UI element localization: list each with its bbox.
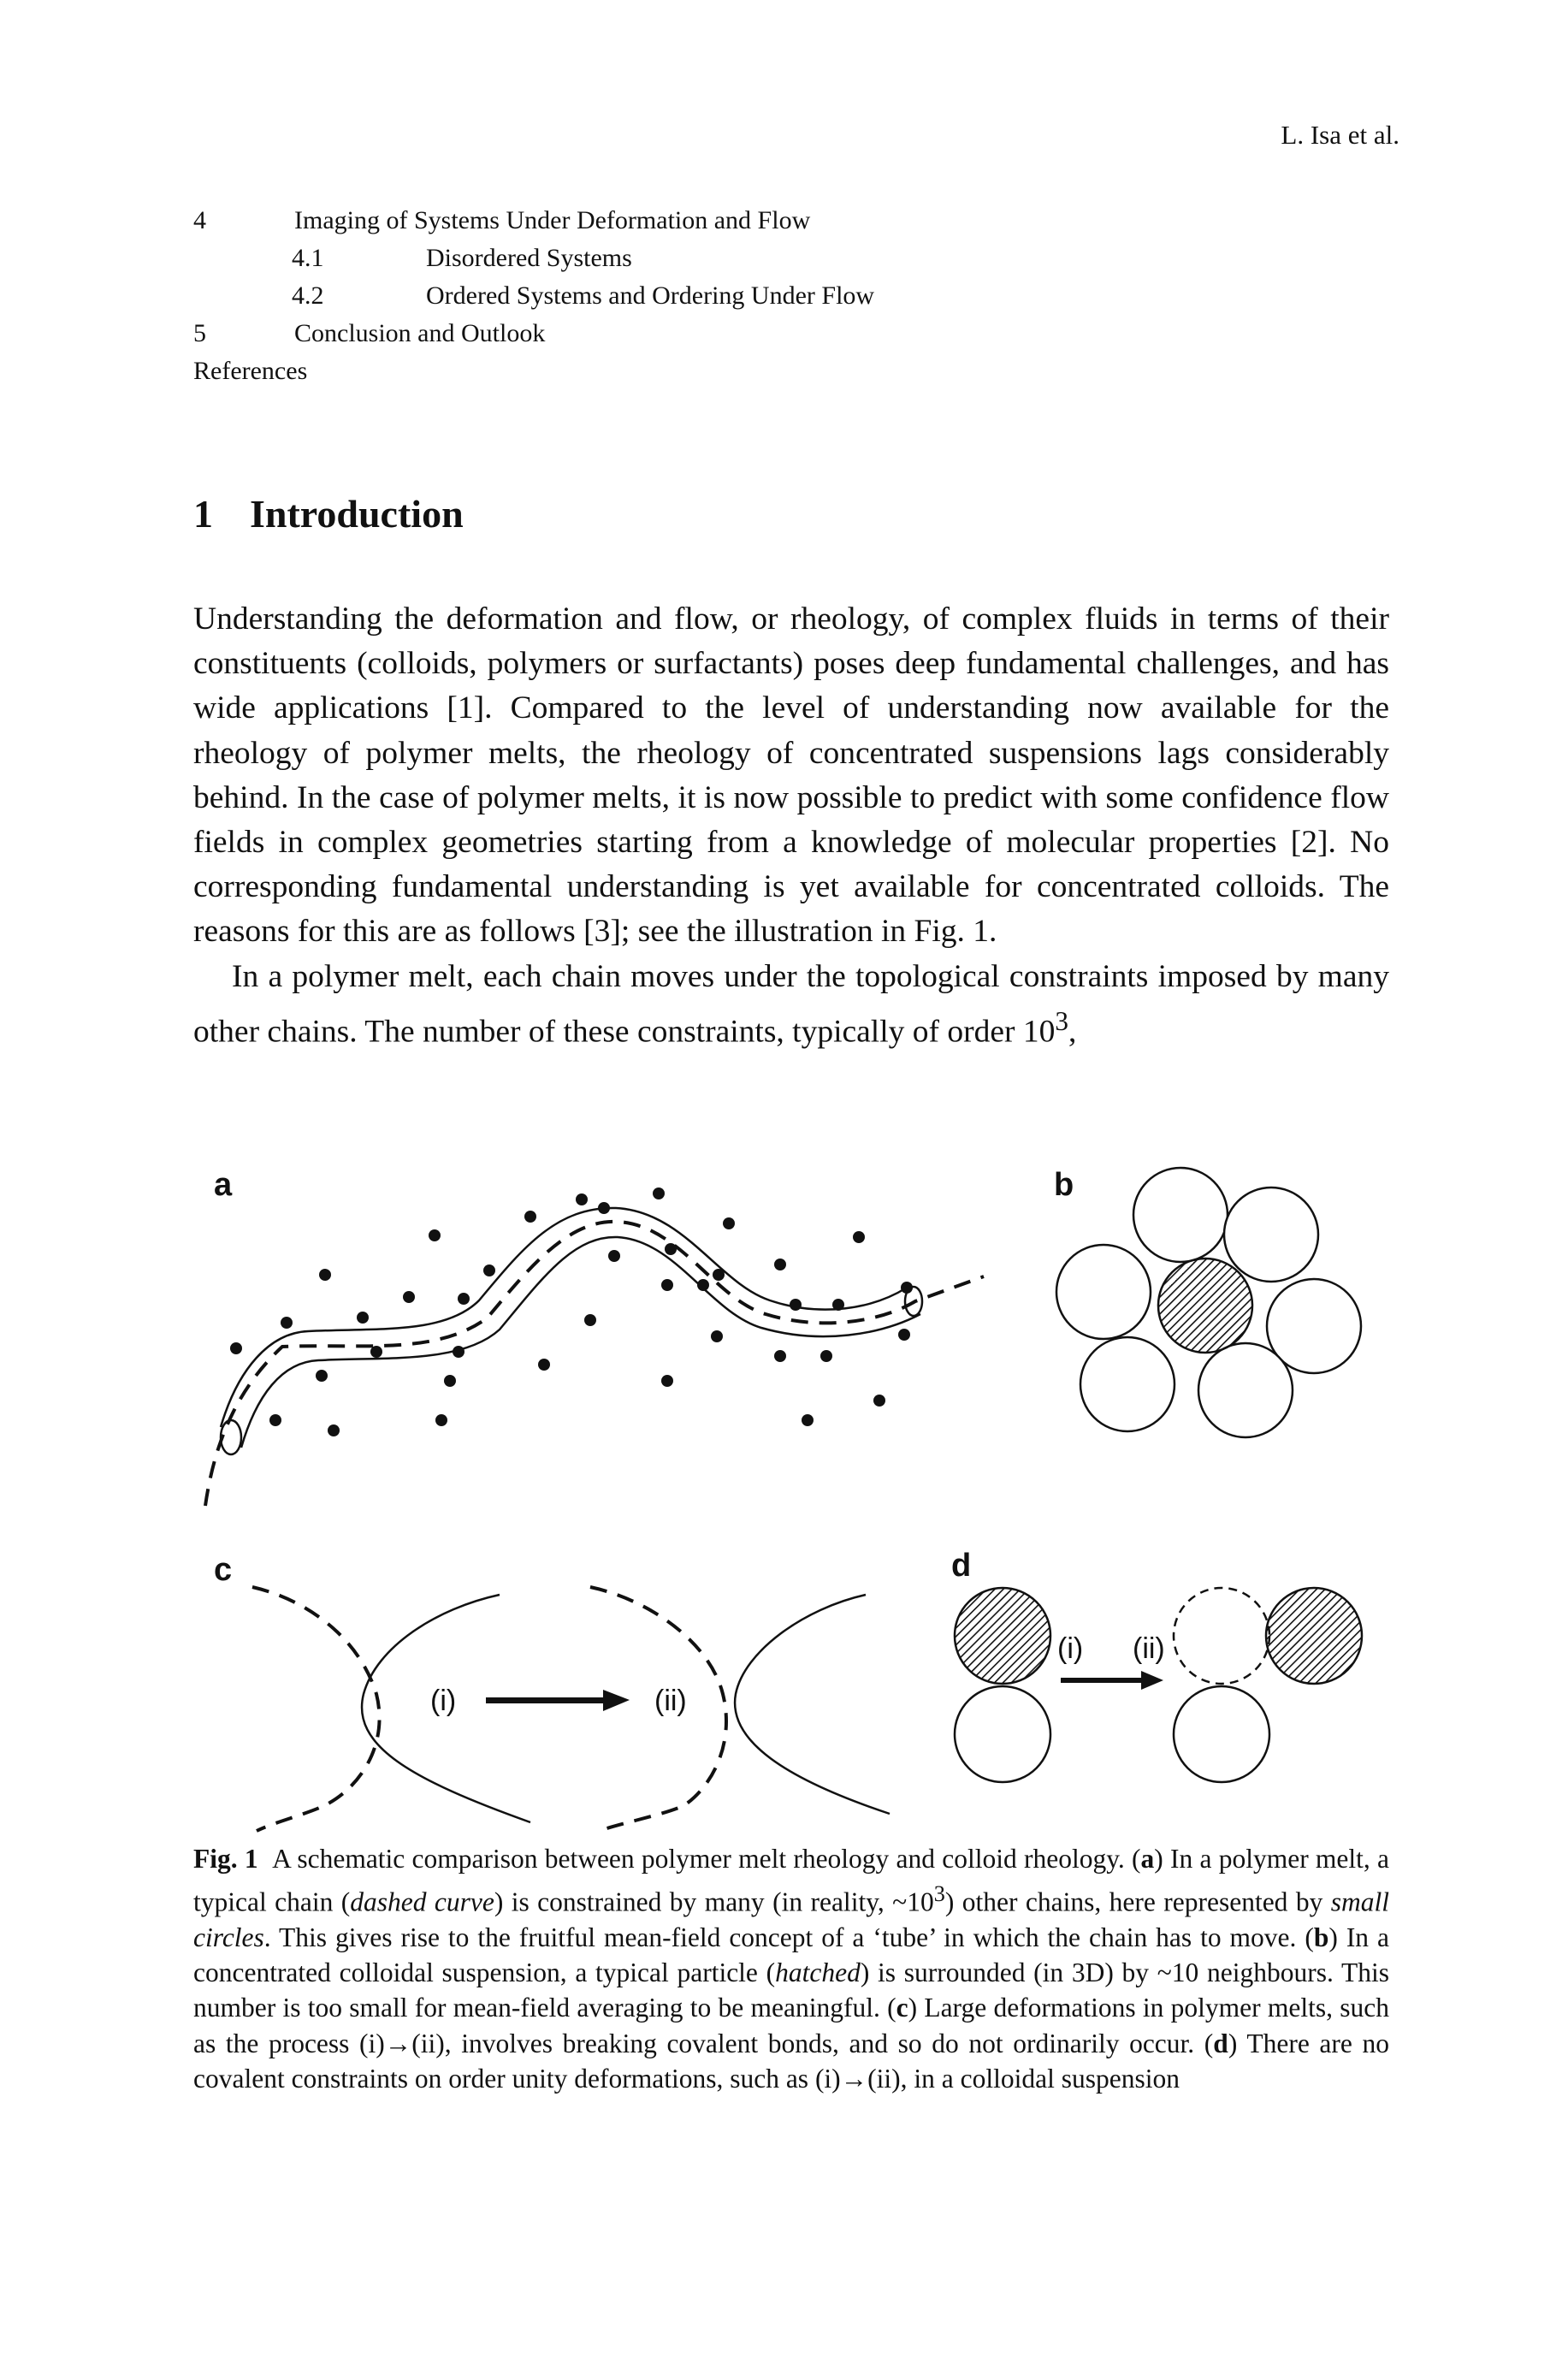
caption-panel-ref: a: [1140, 1844, 1155, 1874]
panel-label-c: c: [214, 1552, 232, 1588]
panel-d-colloid-rearrangement: [953, 1586, 1364, 1784]
toc-entry-number: 4.1: [292, 244, 324, 272]
panel-a-dashed-chain: [204, 1219, 985, 1507]
panel-label-a: a: [214, 1167, 233, 1203]
chain-dashed-ii: [589, 1585, 728, 1833]
hatched-particle: [1157, 1257, 1254, 1354]
toc-entry-title: Imaging of Systems Under Deformation and…: [294, 206, 811, 234]
caption-panel-ref: d: [1213, 2028, 1228, 2058]
toc-entry: 4.2 Ordered Systems and Ordering Under F…: [193, 277, 1391, 315]
toc-entry: 4.1 Disordered Systems: [193, 240, 1391, 277]
table-of-contents: 4 Imaging of Systems Under Deformation a…: [193, 202, 1391, 390]
panel-c-chain-deformation: [251, 1585, 891, 1833]
caption-text: ) There are no covalent constraints on o…: [193, 2028, 1389, 2094]
caption-text: ) is constrained by many (in reality, ~1…: [494, 1886, 934, 1917]
neighbour-particle: [1222, 1186, 1320, 1283]
caption-panel-ref: b: [1313, 1922, 1329, 1952]
toc-entry: 5 Conclusion and Outlook: [193, 315, 1391, 352]
section-number: 1: [193, 492, 213, 536]
tube-wall-upper: [219, 1206, 908, 1428]
superscript: 3: [1055, 1005, 1068, 1036]
body-text: Understanding the deformation and flow, …: [193, 597, 1389, 1055]
panel-b-colloid-cage: [1055, 1166, 1363, 1439]
tube-end-left: [219, 1418, 243, 1456]
tube-wall-lower: [240, 1235, 921, 1448]
toc-entry-title: References: [193, 357, 308, 385]
caption-superscript: 3: [933, 1881, 945, 1907]
caption-text: ) is surrounded (in 3D) by ~10 neighbour…: [193, 1957, 1389, 2023]
caption-text: ) Large deformations in polymer melts, s…: [193, 1993, 1389, 2058]
hatched-particle: [1264, 1586, 1364, 1685]
paragraph-text: In a polymer melt, each chain moves unde…: [193, 958, 1389, 1050]
chain-solid-i: [360, 1593, 531, 1824]
toc-entry-number: 4: [193, 206, 206, 234]
paragraph: In a polymer melt, each chain moves unde…: [193, 955, 1389, 1055]
panel-c-label-ii: (ii): [654, 1685, 687, 1717]
caption-text: . This gives rise to the fruitful mean-f…: [263, 1922, 1314, 1952]
toc-entry-number: 4.2: [292, 281, 324, 310]
panel-a-constraint-dots: [230, 1188, 913, 1436]
hatched-particle: [953, 1586, 1052, 1685]
figure-caption: Fig. 1 A schematic comparison between po…: [193, 1841, 1389, 2096]
caption-text: ) other chains, here represented by: [944, 1886, 1331, 1917]
neighbour-particle: [1079, 1336, 1176, 1433]
caption-text: A schematic comparison between polymer m…: [272, 1844, 1141, 1874]
toc-entry-title: Ordered Systems and Ordering Under Flow: [426, 281, 875, 310]
section-heading: 1 Introduction: [193, 491, 464, 536]
running-header-author: L. Isa et al.: [1281, 120, 1399, 150]
neighbour-particle: [1132, 1166, 1229, 1264]
neighbour-particle: [1055, 1243, 1152, 1341]
caption-text: ) In a polymer melt, a typical chain (: [193, 1844, 1389, 1917]
panel-label-d: d: [951, 1548, 971, 1584]
vacated-site: [1172, 1586, 1271, 1685]
caption-emphasis: hatched: [775, 1957, 861, 1988]
panel-c-arrow-icon: [486, 1690, 630, 1711]
neighbour-particle: [1265, 1277, 1363, 1375]
chain-solid-ii: [733, 1593, 891, 1815]
paragraph: Understanding the deformation and flow, …: [193, 601, 1389, 950]
caption-panel-ref: c: [896, 1993, 908, 2023]
toc-entry-number: 5: [193, 319, 206, 347]
caption-text: ) In a concentrated colloidal suspension…: [193, 1922, 1389, 1988]
panel-label-b: b: [1054, 1167, 1074, 1203]
toc-entry-title: Disordered Systems: [426, 244, 632, 272]
panel-d-label-ii: (ii): [1133, 1632, 1165, 1665]
section-title: Introduction: [250, 492, 464, 536]
particle: [1172, 1685, 1271, 1784]
toc-entry: References: [193, 352, 1391, 390]
figure-label: Fig. 1: [193, 1844, 258, 1874]
panel-c-label-i: (i): [430, 1685, 456, 1717]
caption-emphasis: dashed curve: [350, 1886, 494, 1917]
panel-a-polymer-tube: [219, 1206, 924, 1456]
particle: [953, 1685, 1052, 1784]
tube-end-right: [903, 1285, 924, 1318]
toc-entry-title: Conclusion and Outlook: [294, 319, 546, 347]
toc-entry: 4 Imaging of Systems Under Deformation a…: [193, 202, 1391, 240]
caption-emphasis: small circles: [193, 1886, 1390, 1952]
chain-dashed-i: [251, 1585, 382, 1833]
panel-d-arrow-icon: [1061, 1671, 1163, 1690]
neighbour-particle: [1197, 1341, 1294, 1439]
paragraph-text: ,: [1068, 1014, 1077, 1050]
panel-d-label-i: (i): [1057, 1632, 1083, 1665]
